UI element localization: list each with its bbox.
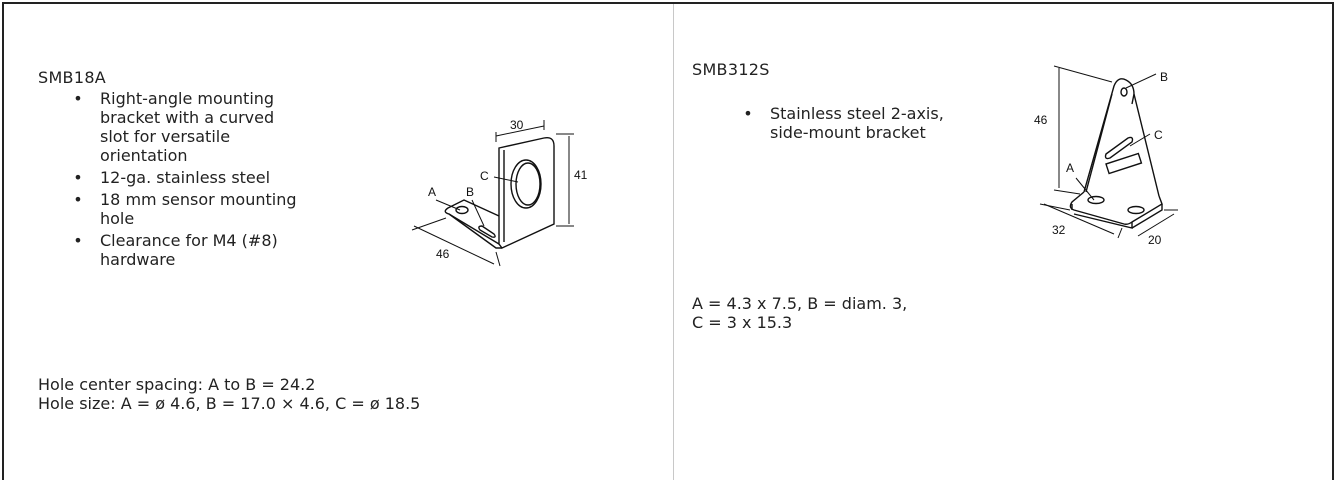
hole-size-note: Hole size: A = ø 4.6, B = 17.0 × 4.6, C … xyxy=(38,394,421,413)
feature-text: 18 mm sensor mounting hole xyxy=(100,190,297,228)
hole-label: B xyxy=(1160,70,1168,84)
hole-spacing-note: Hole center spacing: A to B = 24.2 xyxy=(38,375,316,394)
hole-label: C xyxy=(480,169,489,183)
dimension-label: 41 xyxy=(574,168,588,182)
list-item: • 18 mm sensor mounting hole xyxy=(56,190,306,228)
bullet-icon: • xyxy=(73,231,83,250)
feature-list: • Stainless steel 2-axis, side-mount brac… xyxy=(726,104,946,145)
dimension-label: 46 xyxy=(1034,113,1048,127)
hole-label: B xyxy=(466,185,474,199)
list-item: • Clearance for M4 (#8) hardware xyxy=(56,231,306,269)
feature-list: • Right-angle mounting bracket with a cur… xyxy=(56,89,306,272)
cell-smb18a: SMB18A • Right-angle mounting bracket wit… xyxy=(4,4,673,480)
feature-text: 12-ga. stainless steel xyxy=(100,168,271,187)
list-item: • 12-ga. stainless steel xyxy=(56,168,306,187)
bracket-drawing-smb18a: 30 41 46 A B C xyxy=(411,118,588,267)
list-item: • Stainless steel 2-axis, side-mount brac… xyxy=(726,104,946,142)
hole-size-note-cont: C = 3 x 15.3 xyxy=(692,313,793,332)
dimension-label: 30 xyxy=(510,118,524,132)
bracket-drawing-smb312s: 46 32 20 B C A xyxy=(1034,65,1178,247)
hole-size-note: A = 4.3 x 7.5, B = diam. 3, xyxy=(692,294,908,313)
feature-text: Stainless steel 2-axis, side-mount brack… xyxy=(770,104,944,142)
column-divider xyxy=(673,4,674,480)
feature-text: Right-angle mounting bracket with a curv… xyxy=(100,89,275,165)
bullet-icon: • xyxy=(73,89,83,108)
product-title: SMB18A xyxy=(38,68,107,87)
bullet-icon: • xyxy=(73,190,83,209)
hole-label: A xyxy=(428,185,436,199)
hole-label: A xyxy=(1066,161,1074,175)
bullet-icon: • xyxy=(743,104,753,123)
hole-label: C xyxy=(1154,128,1163,142)
dimension-label: 46 xyxy=(436,247,450,261)
feature-text: Clearance for M4 (#8) hardware xyxy=(100,231,278,269)
dimension-label: 32 xyxy=(1052,223,1066,237)
cell-smb312s: SMB312S • Stainless steel 2-axis, side-mo… xyxy=(674,4,1334,480)
dimension-label: 20 xyxy=(1148,233,1162,247)
product-title: SMB312S xyxy=(692,60,770,79)
bullet-icon: • xyxy=(73,168,83,187)
list-item: • Right-angle mounting bracket with a cur… xyxy=(56,89,306,165)
